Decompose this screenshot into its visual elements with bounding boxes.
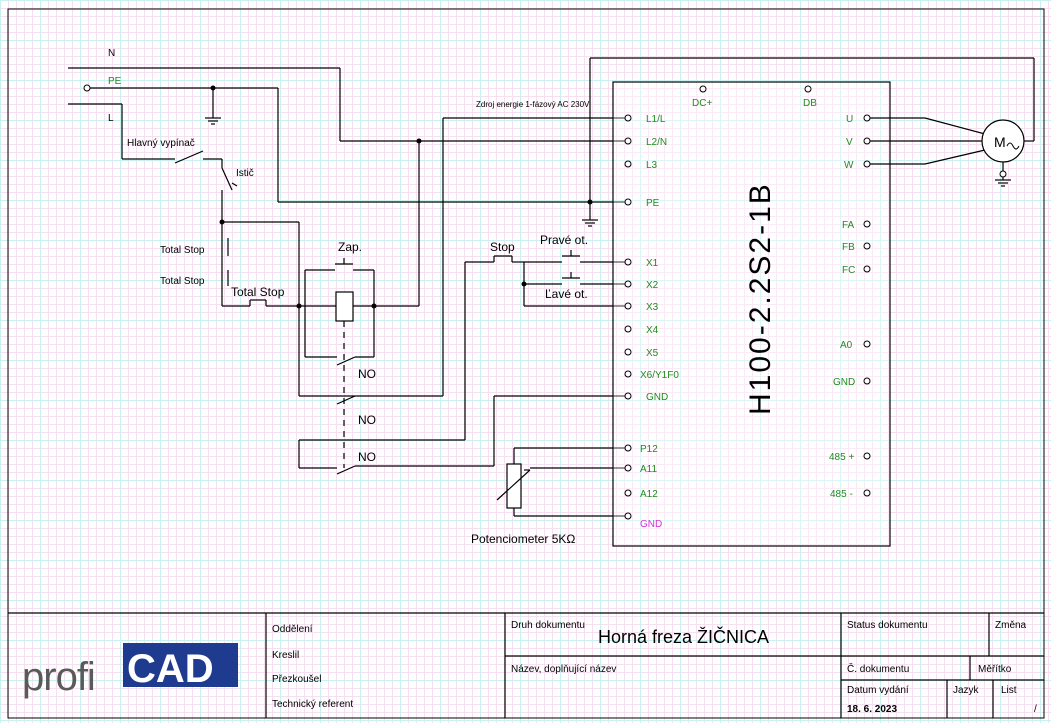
no-contact-label-3: NO: [358, 450, 376, 464]
title-block: [8, 612, 1044, 718]
field-jazyk: Jazyk: [953, 685, 980, 696]
pin-fc: FC: [842, 265, 855, 276]
pin-l3: L3: [646, 160, 658, 171]
field-datum-label: Datum vydání: [847, 685, 909, 696]
pin-dc-plus: DC+: [692, 98, 712, 109]
total-stop-label-3: Total Stop: [231, 285, 285, 299]
motor-icon: [981, 119, 1025, 163]
pin-a0: A0: [840, 340, 853, 351]
vfd-body: [612, 81, 891, 547]
potentiometer-label: Potenciometer 5KΩ: [471, 532, 575, 546]
logo-text-light: profi: [22, 655, 95, 699]
logo-text-bold: CAD: [127, 647, 214, 691]
pin-x4: X4: [646, 325, 659, 336]
logo-badge: [123, 643, 238, 687]
source-label: Zdroj energie 1-fázový AC 230V: [476, 100, 590, 109]
vfd-model: H100-2.2S2-1B: [744, 182, 777, 415]
pin-v: V: [846, 137, 853, 148]
pin-w: W: [844, 160, 854, 171]
field-prezkousel: Přezkoušel: [272, 674, 321, 685]
prave-label: Pravé ot.: [540, 233, 588, 247]
stop-label: Stop: [490, 240, 515, 254]
field-kreslil: Kreslil: [272, 650, 299, 661]
pin-fb: FB: [842, 242, 855, 253]
pin-x6: X6/Y1F0: [640, 370, 679, 381]
pin-p12: P12: [640, 444, 658, 455]
field-list: List: [1001, 685, 1017, 696]
pin-l2: L2/N: [646, 137, 667, 148]
control-circuit: [221, 117, 628, 517]
total-stop-label-2: Total Stop: [160, 276, 205, 287]
zap-label: Zap.: [338, 240, 362, 254]
pin-485-plus: 485 +: [829, 452, 854, 463]
vfd-right-terminals: [863, 114, 871, 497]
pin-gnd-2: GND: [640, 519, 662, 530]
pin-l1: L1/L: [646, 114, 666, 125]
pin-u: U: [846, 114, 853, 125]
pin-a11: A11: [640, 464, 657, 475]
breaker-label: Istič: [236, 168, 254, 179]
field-list-value: /: [1034, 704, 1037, 715]
pin-x3: X3: [646, 302, 659, 313]
document-title: Horná freza ŽIČNICA: [598, 626, 769, 647]
motor-label: M: [994, 134, 1006, 150]
pin-pe: PE: [646, 198, 660, 209]
label-l: L: [108, 113, 114, 124]
field-oddeleni: Oddělení: [272, 624, 313, 635]
field-datum: 18. 6. 2023: [847, 704, 897, 715]
pin-x5: X5: [646, 348, 659, 359]
total-stop-label-1: Total Stop: [160, 245, 205, 256]
field-meritko: Měřítko: [978, 664, 1012, 675]
supply-lines: [68, 57, 1034, 227]
label-n: N: [108, 48, 115, 59]
field-cislo: Č. dokumentu: [847, 662, 909, 675]
pin-x1: X1: [646, 258, 659, 269]
field-technicky: Technický referent: [272, 699, 353, 710]
no-contact-label-2: NO: [358, 413, 376, 427]
field-zmena: Změna: [995, 620, 1027, 631]
pin-gnd-3: GND: [833, 377, 855, 388]
main-switch-label: Hlavný vypínač: [127, 138, 195, 149]
pin-db: DB: [803, 98, 817, 109]
field-status: Status dokumentu: [847, 620, 928, 631]
sheet-frame: [7, 8, 1045, 719]
pin-a12: A12: [640, 489, 658, 500]
pin-485-minus: 485 -: [830, 489, 853, 500]
label-pe: PE: [108, 76, 122, 87]
motor-wiring: [870, 58, 1035, 187]
pin-gnd-1: GND: [646, 392, 668, 403]
vfd-left-terminals: [624, 114, 632, 520]
no-contact-label-1: NO: [358, 367, 376, 381]
pin-fa: FA: [842, 220, 855, 231]
lave-label: Ľavé ot.: [545, 287, 588, 301]
ac-wave-icon: [1006, 142, 1020, 150]
pin-x2: X2: [646, 280, 659, 291]
field-nazev: Název, doplňující název: [511, 664, 616, 675]
field-druh: Druh dokumentu: [511, 620, 585, 631]
